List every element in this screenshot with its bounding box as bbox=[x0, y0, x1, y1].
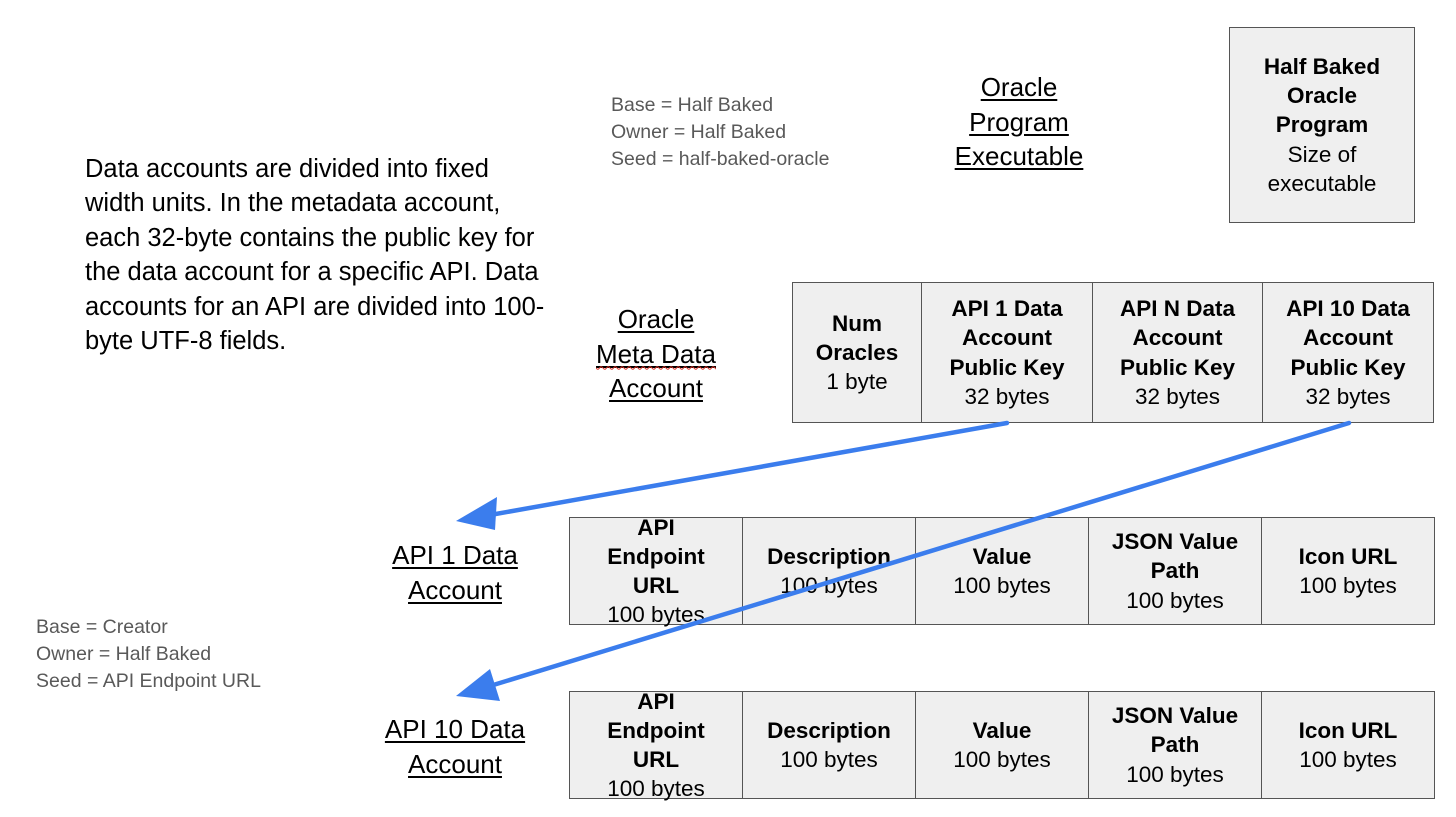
json-path-cell: JSON Value Path 100 bytes bbox=[1089, 517, 1262, 625]
cell-name-line: Value bbox=[972, 543, 1032, 569]
title-line: API 10 Data bbox=[384, 714, 526, 744]
description-text: Data accounts are divided into fixed wid… bbox=[85, 155, 545, 356]
cell-name-line: Description bbox=[767, 717, 891, 743]
apin-key-cell: API N Data Account Public Key 32 bytes bbox=[1093, 282, 1263, 423]
cell-size: 32 bytes bbox=[964, 383, 1050, 409]
cell-name-line: Account bbox=[1303, 325, 1393, 351]
box-bold-line: Oracle bbox=[1286, 83, 1358, 109]
program-box: Half Baked Oracle Program Size of execut… bbox=[1229, 27, 1415, 223]
description-cell: Description 100 bytes bbox=[743, 517, 916, 625]
note-line: Owner = Half Baked bbox=[36, 643, 212, 665]
cell-name-line: Icon URL bbox=[1298, 717, 1398, 743]
cell-size: 32 bytes bbox=[1305, 383, 1391, 409]
num-oracles-cell: Num Oracles 1 byte bbox=[792, 282, 922, 423]
cell-name-line: Value bbox=[972, 717, 1032, 743]
arrow-api1-head bbox=[456, 497, 497, 530]
api1-account-title: API 1 Data Account bbox=[375, 538, 535, 607]
icon-url-cell: Icon URL 100 bytes bbox=[1262, 691, 1435, 799]
cell-size: 100 bytes bbox=[780, 573, 878, 598]
cell-size: 100 bytes bbox=[780, 747, 878, 772]
cell-name-line: URL bbox=[632, 747, 680, 772]
cell-name-line: API 10 Data bbox=[1286, 296, 1410, 322]
cell-size: 1 byte bbox=[826, 369, 888, 395]
title-line: Account bbox=[408, 574, 502, 605]
box-sub-line: Size of bbox=[1287, 141, 1357, 167]
cell-name-line: Icon URL bbox=[1298, 543, 1398, 569]
cell-size: 100 bytes bbox=[1299, 747, 1397, 772]
title-line: Executable bbox=[954, 141, 1084, 171]
cell-size: 100 bytes bbox=[953, 747, 1051, 772]
note-line: Base = Creator bbox=[36, 616, 168, 638]
note-line: Seed = half-baked-oracle bbox=[611, 148, 830, 170]
title-line: Account bbox=[408, 748, 502, 779]
cell-name-line: Description bbox=[767, 543, 891, 569]
cell-size: 100 bytes bbox=[1126, 761, 1224, 787]
cell-name-line: Endpoint bbox=[607, 717, 705, 743]
api10-account-title: API 10 Data Account bbox=[375, 712, 535, 781]
note-line: Base = Half Baked bbox=[611, 94, 774, 116]
cell-size: 100 bytes bbox=[607, 602, 705, 628]
box-bold-line: Program bbox=[1275, 112, 1369, 138]
program-title: Oracle Program Executable bbox=[939, 70, 1099, 174]
cell-size: 32 bytes bbox=[1134, 383, 1221, 409]
title-line: Meta Data bbox=[596, 338, 716, 369]
cell-name-line: JSON Value bbox=[1111, 529, 1239, 555]
api1-key-cell: API 1 Data Account Public Key 32 bytes bbox=[922, 282, 1093, 423]
cell-name-line: API 1 Data bbox=[951, 296, 1063, 322]
meta-account-title: Oracle Meta Data Account bbox=[576, 302, 736, 406]
cell-name-line: Public Key bbox=[1119, 354, 1236, 380]
arrow-api10-head bbox=[456, 669, 500, 701]
cell-name-line: URL bbox=[632, 573, 680, 598]
cell-name-line: JSON Value bbox=[1111, 703, 1239, 729]
meta-account-cells: Num Oracles 1 byte API 1 Data Account Pu… bbox=[792, 282, 1434, 423]
cell-name-line: Path bbox=[1150, 732, 1200, 758]
cell-size: 100 bytes bbox=[953, 573, 1051, 598]
cell-name-line: Account bbox=[1132, 325, 1223, 351]
endpoint-url-cell: API Endpoint URL 100 bytes bbox=[569, 689, 743, 801]
arrow-api1-line bbox=[487, 420, 1010, 518]
json-path-cell: JSON Value Path 100 bytes bbox=[1089, 691, 1262, 799]
cell-name-line: Num bbox=[832, 310, 882, 336]
description-cell: Description 100 bytes bbox=[743, 691, 916, 799]
cell-size: 100 bytes bbox=[1126, 587, 1224, 613]
api10-account-cells: API Endpoint URL 100 bytes Description 1… bbox=[569, 689, 1435, 801]
cell-name-line: API bbox=[637, 514, 675, 540]
box-sub-line: executable bbox=[1267, 170, 1377, 196]
title-line: Oracle bbox=[617, 304, 695, 334]
note-line: Seed = API Endpoint URL bbox=[36, 670, 261, 692]
cell-size: 100 bytes bbox=[607, 776, 705, 802]
cell-name-line: API N Data bbox=[1119, 296, 1236, 322]
cell-name-line: Public Key bbox=[1290, 354, 1406, 380]
title-line: API 1 Data bbox=[392, 540, 518, 570]
value-cell: Value 100 bytes bbox=[916, 691, 1089, 799]
cell-name-line: Public Key bbox=[949, 354, 1065, 380]
cell-name-line: Oracles bbox=[815, 339, 899, 365]
cell-name-line: Path bbox=[1150, 558, 1200, 584]
api10-key-cell: API 10 Data Account Public Key 32 bytes bbox=[1263, 282, 1434, 423]
endpoint-url-cell: API Endpoint URL 100 bytes bbox=[569, 515, 743, 627]
oracle-meta-note: Base = Half Baked Owner = Half Baked See… bbox=[611, 92, 829, 173]
cell-name-line: API bbox=[637, 688, 675, 714]
api-data-note: Base = Creator Owner = Half Baked Seed =… bbox=[36, 614, 261, 695]
icon-url-cell: Icon URL 100 bytes bbox=[1262, 517, 1435, 625]
cell-size: 100 bytes bbox=[1299, 573, 1397, 598]
cell-name-line: Endpoint bbox=[607, 543, 705, 569]
note-line: Owner = Half Baked bbox=[611, 121, 787, 143]
title-line: Account bbox=[609, 373, 703, 403]
title-line: Oracle bbox=[980, 72, 1058, 102]
title-line: Program bbox=[969, 106, 1069, 137]
box-bold-line: Half Baked bbox=[1263, 53, 1381, 79]
api1-account-cells: API Endpoint URL 100 bytes Description 1… bbox=[569, 515, 1435, 627]
cell-name-line: Account bbox=[962, 325, 1052, 351]
value-cell: Value 100 bytes bbox=[916, 517, 1089, 625]
